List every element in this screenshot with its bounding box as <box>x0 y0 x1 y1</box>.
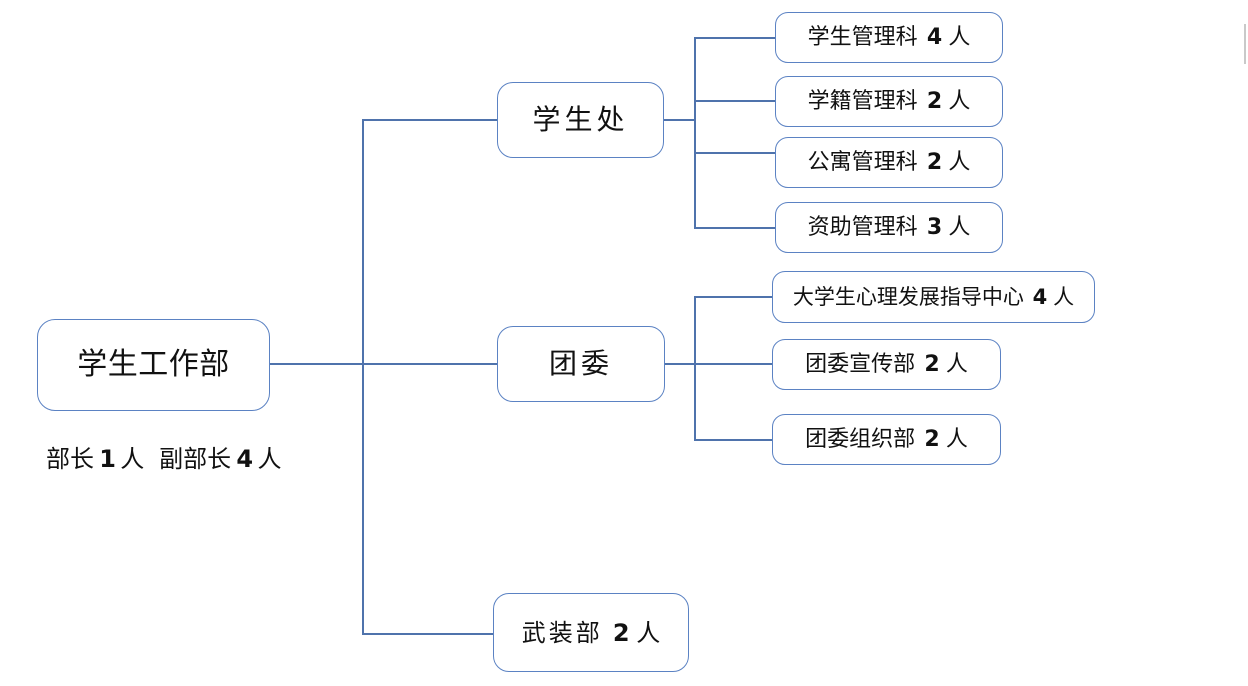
node-count: 2 <box>926 149 943 175</box>
connector-to-league-organization <box>696 439 772 441</box>
node-count: 2 <box>924 426 940 452</box>
node-label: 武装部 <box>521 618 603 647</box>
node-count-unit: 人 <box>945 426 968 452</box>
connector-youth-league-spine <box>694 296 696 441</box>
node-count-unit: 人 <box>948 24 971 50</box>
node-count: 2 <box>926 88 943 114</box>
caption-unit: 人 <box>120 445 145 473</box>
connector-main-trunk <box>362 119 364 635</box>
connector-to-armed-forces <box>362 633 493 635</box>
org-node-student-affairs-office[interactable]: 学生处 <box>497 82 664 158</box>
node-count: 3 <box>926 214 943 240</box>
caption-unit: 人 <box>257 445 282 473</box>
node-label: 资助管理科 <box>807 214 918 240</box>
org-node-youth-league[interactable]: 团委 <box>497 326 665 402</box>
node-count-unit: 人 <box>945 351 968 377</box>
node-count: 2 <box>924 351 940 377</box>
connector-student-affairs-stub <box>664 119 695 121</box>
node-count-unit: 人 <box>1053 284 1075 309</box>
caption-number: 4 <box>236 445 254 473</box>
connector-to-psych-center <box>696 296 772 298</box>
node-label: 学籍管理科 <box>807 88 918 114</box>
node-label: 学生管理科 <box>807 24 918 50</box>
connector-youth-league-horizontal <box>665 363 772 365</box>
node-count: 2 <box>612 618 630 647</box>
right-edge-artifact <box>1244 24 1246 64</box>
node-label: 团委宣传部 <box>805 351 916 377</box>
connector-to-financial-aid-mgmt <box>696 227 775 229</box>
node-count-unit: 人 <box>948 88 971 114</box>
node-count-unit: 人 <box>636 618 661 647</box>
node-label: 学生处 <box>532 103 629 136</box>
caption-text: 副部长 <box>159 445 232 473</box>
node-label: 团委组织部 <box>805 426 916 452</box>
node-label: 团委 <box>548 347 613 380</box>
node-label: 公寓管理科 <box>807 149 918 175</box>
node-count-unit: 人 <box>948 149 971 175</box>
connector-to-student-affairs <box>363 119 497 121</box>
connector-to-student-mgmt <box>696 37 775 39</box>
node-count: 4 <box>926 24 943 50</box>
caption-text: 部长 <box>46 445 94 473</box>
node-label: 大学生心理发展指导中心 <box>792 284 1024 309</box>
org-node-student-work-dept[interactable]: 学生工作部 <box>37 319 270 411</box>
connector-student-affairs-spine <box>694 37 696 229</box>
node-label: 学生工作部 <box>77 347 230 382</box>
connector-to-dormitory-mgmt <box>696 152 775 154</box>
node-count: 4 <box>1032 284 1048 309</box>
caption-number: 1 <box>99 445 116 473</box>
connector-to-enrollment-mgmt <box>696 100 775 102</box>
node-count-unit: 人 <box>948 214 971 240</box>
connector-root-horizontal <box>270 363 497 365</box>
